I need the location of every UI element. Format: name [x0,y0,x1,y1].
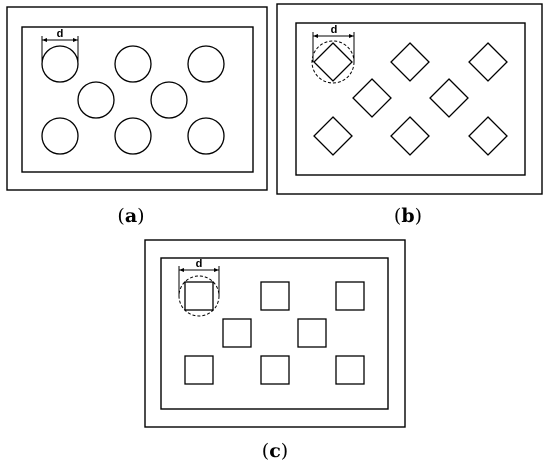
hole-diamond [468,42,508,82]
panel-c-inner-frame [160,257,389,410]
hole-diamond [352,78,392,118]
panel-a-caption: (a) [117,205,144,227]
hole-diamond [468,116,508,156]
hole-circle [41,117,79,155]
panel-b-dimension: d [312,24,355,62]
hole-diamond [390,116,430,156]
hole-diamond [313,116,353,156]
panel-b-holes [311,40,508,156]
panel-b-inner-frame [295,22,526,176]
panel-a-outer-frame [6,6,268,191]
hole-circle [41,45,79,83]
circumscribed-circle [311,40,355,84]
panel-a-dimension: d [41,28,79,64]
hole-square [335,355,365,385]
hole-square [184,281,214,311]
panel-a-inner-frame [21,26,254,173]
hole-square [297,318,327,348]
panel-a-holes [41,45,225,155]
panel-a: d (a) [6,6,268,227]
hole-circle [150,81,188,119]
panel-c-caption: (c) [262,440,288,462]
hole-square [260,281,290,311]
hole-circle [187,117,225,155]
hole-square [260,355,290,385]
panel-c-dimension: d [178,258,220,296]
panel-c-dimension-label: d [196,258,203,270]
panel-b-caption: (b) [394,205,422,227]
panel-b-dimension-label: d [331,24,338,36]
panel-c-holes [178,275,365,385]
hole-diamond [390,42,430,82]
hole-circle [187,45,225,83]
hole-square [335,281,365,311]
panel-c: d (c) [144,239,406,462]
hole-square [184,355,214,385]
panel-c-outer-frame [144,239,406,428]
hole-diamond [313,42,353,82]
panel-a-dimension-label: d [57,28,64,40]
panel-b-outer-frame [276,3,543,195]
hole-circle [114,117,152,155]
hole-circle [77,81,115,119]
hole-diamond [429,78,469,118]
hole-circle [114,45,152,83]
panel-b: d (b) [276,3,543,227]
hole-square [222,318,252,348]
